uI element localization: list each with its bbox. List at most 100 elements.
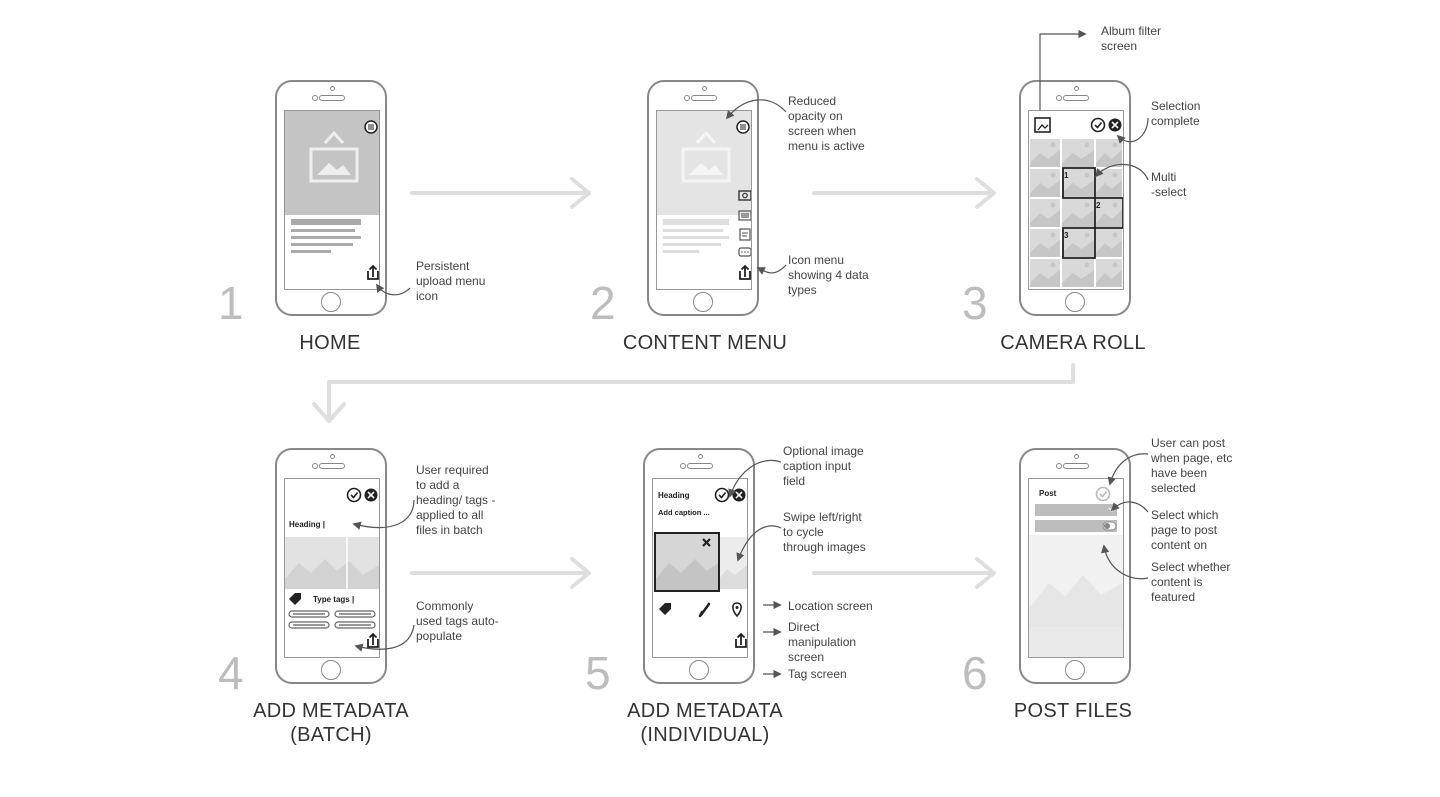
thumbnail-sun (1050, 172, 1056, 178)
note-location-screen: Location screen (788, 599, 873, 613)
caption-input[interactable]: Add caption ... (658, 508, 710, 517)
thumbnail-sun (1084, 232, 1090, 238)
phone-post-files: Post (1019, 448, 1131, 684)
step-title-5: ADD METADATA (INDIVIDUAL) (627, 700, 783, 746)
callout-page (1110, 501, 1149, 513)
upload-icon (367, 632, 379, 648)
thumbnail-mountain (1030, 210, 1060, 227)
camera-dot (1056, 95, 1062, 101)
select-number-2: 2 (1096, 201, 1101, 210)
arrow-2-to-3 (812, 177, 996, 209)
step-number-3: 3 (962, 277, 988, 329)
upload-icon (735, 632, 747, 648)
step-title-3: CAMERA ROLL (1000, 332, 1146, 354)
cancel-icon (1108, 118, 1122, 132)
callout-album (1039, 29, 1087, 110)
thumbnail-mountain (1062, 150, 1094, 167)
note-direct-manipulation: Direct manipulation screen (788, 620, 857, 664)
document-icon (739, 228, 751, 241)
thumbnail-mountain (1096, 150, 1122, 167)
camera-dot (680, 463, 686, 469)
callout-tags (354, 624, 415, 652)
callout-icon-menu (756, 264, 787, 275)
speaker (687, 463, 713, 469)
phone-add-metadata-batch: Heading | Type tags | (275, 448, 387, 684)
thumbnail-mountain (1030, 270, 1060, 287)
video-icon (738, 210, 751, 221)
note-icon-menu: Icon menu showing 4 data types (788, 253, 869, 297)
step-title-6: POST FILES (1013, 700, 1133, 722)
image-placeholder-icon (309, 130, 359, 183)
home-screen-content (285, 111, 379, 280)
thumbnail-sun (1084, 172, 1090, 178)
post-confirm-icon (1095, 486, 1111, 502)
select-number-1: 1 (1064, 171, 1069, 180)
upload-icon (367, 264, 379, 280)
thumbnail-mountain (1030, 150, 1060, 167)
thumbnail-sun (1050, 202, 1056, 208)
step-number-6: 6 (962, 647, 988, 699)
camera-dot (684, 95, 690, 101)
note-tag-screen: Tag screen (788, 667, 847, 681)
thumbnail-sun (1112, 232, 1118, 238)
note-select-featured: Select whether content is featured (1151, 560, 1231, 604)
tags-input[interactable]: Type tags | (313, 595, 355, 604)
thumbnail-sun (1050, 262, 1056, 268)
camera-dot (312, 95, 318, 101)
speaker (691, 95, 717, 101)
note-select-page: Select which page to post content on (1151, 508, 1219, 552)
thumbnail-sun (1084, 202, 1090, 208)
content-menu-screen (656, 110, 752, 290)
callout-opacity (725, 99, 787, 120)
phone-content-menu (647, 80, 759, 316)
callout-selection (1116, 117, 1149, 144)
arrow-5-to-6 (812, 557, 996, 589)
heading-label: Heading (658, 491, 690, 500)
speaker (1063, 95, 1089, 101)
note-persistent-upload: Persistent upload menu icon (416, 259, 486, 303)
camera-dot (312, 463, 318, 469)
callout-multiselect (1094, 163, 1149, 181)
note-swipe: Swipe left/right to cycle through images (783, 510, 866, 554)
thumbnail-mountain (1030, 180, 1060, 197)
menu-icon (364, 120, 378, 134)
callout-upload (376, 283, 411, 296)
thumbnail-mountain (1096, 240, 1122, 257)
phone-home (275, 80, 387, 316)
step-number-1: 1 (218, 277, 244, 329)
batch-metadata-screen: Heading | Type tags | (284, 478, 380, 658)
thumbnail-sun (1050, 232, 1056, 238)
step-number-4: 4 (218, 647, 244, 699)
callout-heading (352, 499, 415, 530)
note-album-filter: Album filter screen (1101, 24, 1162, 53)
callout-swipe (736, 525, 782, 562)
thumbnail-sun (1084, 142, 1090, 148)
home-button (321, 660, 341, 680)
note-selection-complete: Selection complete (1151, 99, 1201, 128)
thumbnail-mountain (1096, 210, 1122, 227)
thumbnail-mountain (1062, 270, 1094, 287)
arrow-1-to-2 (410, 177, 591, 209)
camera-dot (1056, 463, 1062, 469)
callout-post (1107, 453, 1149, 486)
note-reduced-opacity: Reduced opacity on screen when menu is a… (788, 94, 865, 153)
note-multi-select: Multi -select (1151, 170, 1187, 199)
home-button (689, 660, 709, 680)
individual-metadata-screen: Heading Add caption ... (652, 478, 748, 658)
featured-toggle (1035, 520, 1117, 532)
confirm-icon (1090, 117, 1106, 133)
location-icon (732, 602, 742, 618)
cancel-icon (364, 488, 378, 502)
menu-icon (736, 120, 750, 134)
thumbnail-mountain (1096, 180, 1122, 197)
thumbnail-mountain (1030, 240, 1060, 257)
heading-input[interactable]: Heading | (289, 520, 326, 529)
upload-icon (739, 264, 751, 280)
phone-camera-roll: 1 2 3 (1019, 80, 1131, 316)
note-heading-required: User required to add a heading/ tags - a… (416, 463, 496, 537)
select-number-3: 3 (1064, 231, 1069, 240)
speaker (319, 463, 345, 469)
thumbnail-sun (1112, 172, 1118, 178)
